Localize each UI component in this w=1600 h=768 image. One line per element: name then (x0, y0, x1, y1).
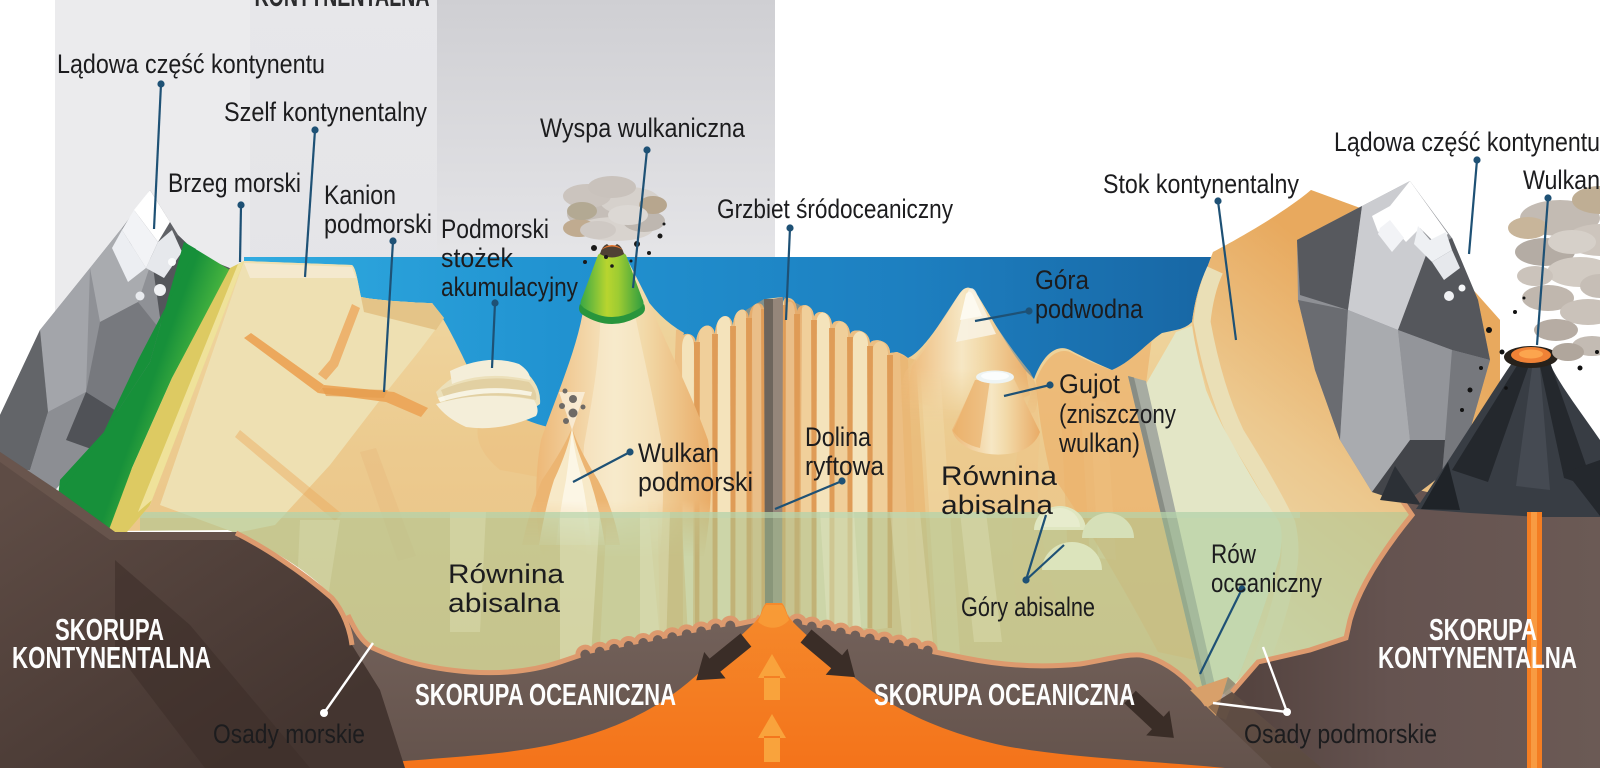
svg-text:Równina: Równina (941, 461, 1058, 491)
svg-text:(zniszczony: (zniszczony (1059, 399, 1176, 429)
svg-text:Podmorski: Podmorski (441, 214, 549, 244)
svg-text:Wulkan: Wulkan (1523, 165, 1600, 195)
svg-text:Lądowa część kontynentu: Lądowa część kontynentu (1334, 127, 1600, 157)
svg-text:ryftowa: ryftowa (805, 451, 885, 481)
svg-text:Osady podmorskie: Osady podmorskie (1244, 719, 1437, 749)
svg-text:abisalna: abisalna (941, 490, 1054, 520)
svg-text:KONTYNENTALNA: KONTYNENTALNA (255, 0, 430, 13)
svg-text:Lądowa część kontynentu: Lądowa część kontynentu (57, 49, 325, 79)
svg-text:podmorski: podmorski (324, 209, 432, 239)
svg-text:oceaniczny: oceaniczny (1211, 568, 1322, 598)
svg-text:Szelf kontynentalny: Szelf kontynentalny (224, 97, 427, 127)
svg-text:SKORUPA: SKORUPA (1429, 612, 1537, 647)
svg-text:Dolina: Dolina (805, 422, 872, 452)
svg-text:podmorski: podmorski (638, 467, 753, 497)
svg-text:Góra: Góra (1035, 265, 1090, 295)
svg-text:Wulkan: Wulkan (638, 438, 719, 468)
svg-text:Stok kontynentalny: Stok kontynentalny (1103, 169, 1299, 199)
svg-text:Wyspa wulkaniczna: Wyspa wulkaniczna (540, 113, 746, 143)
svg-text:Kanion: Kanion (324, 180, 396, 210)
svg-text:SKORUPA: SKORUPA (55, 612, 164, 647)
svg-text:Gujot: Gujot (1059, 369, 1120, 399)
svg-text:Grzbiet śródoceaniczny: Grzbiet śródoceaniczny (717, 194, 953, 224)
svg-text:podwodna: podwodna (1035, 294, 1144, 324)
svg-text:wulkan): wulkan) (1058, 428, 1140, 458)
svg-text:Góry abisalne: Góry abisalne (961, 592, 1095, 622)
svg-text:akumulacyjny: akumulacyjny (441, 272, 578, 302)
svg-text:Rów: Rów (1211, 539, 1256, 569)
svg-text:KONTYNENTALNA: KONTYNENTALNA (12, 640, 211, 675)
svg-text:abisalna: abisalna (448, 588, 561, 618)
svg-text:Brzeg morski: Brzeg morski (168, 168, 301, 198)
svg-text:SKORUPA OCEANICZNA: SKORUPA OCEANICZNA (874, 677, 1135, 712)
svg-text:SKORUPA OCEANICZNA: SKORUPA OCEANICZNA (415, 677, 676, 712)
svg-text:stożek: stożek (441, 243, 513, 273)
svg-text:KONTYNENTALNA: KONTYNENTALNA (1378, 640, 1577, 675)
svg-text:Osady morskie: Osady morskie (213, 719, 365, 749)
svg-text:Równina: Równina (448, 559, 565, 589)
